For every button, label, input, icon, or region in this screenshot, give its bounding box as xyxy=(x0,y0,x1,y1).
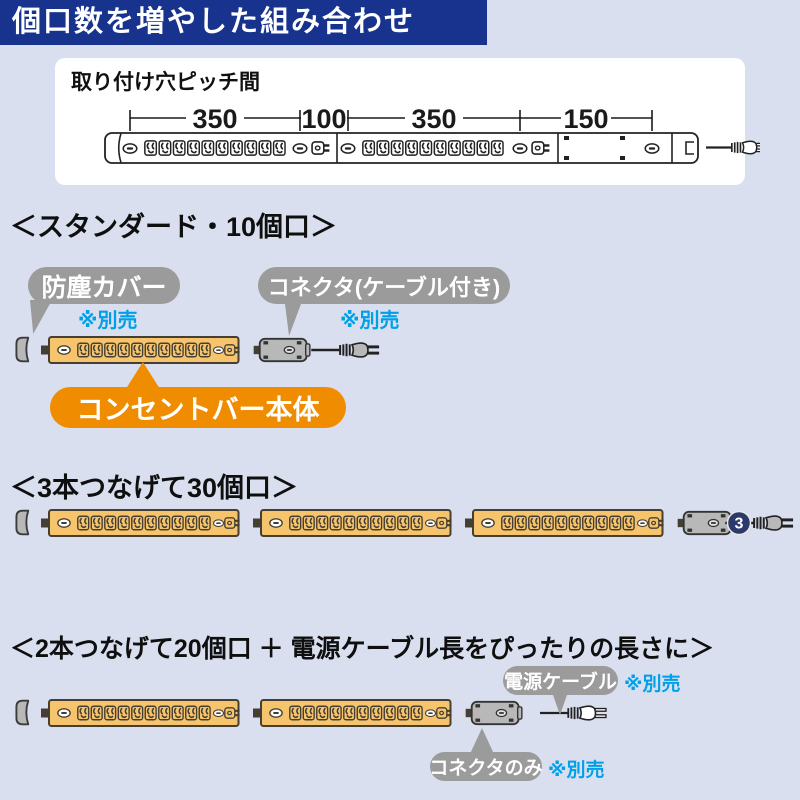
standard-row-diagram xyxy=(15,328,381,372)
dust-cover-cap xyxy=(15,509,30,536)
dimension-label: 350 xyxy=(411,104,456,134)
page-title-banner: 個口数を増やした組み合わせ xyxy=(0,0,487,45)
bar-body-bubble: コンセントバー本体 xyxy=(50,387,346,428)
connector-box xyxy=(252,337,311,363)
power-strip-bar xyxy=(465,510,664,536)
power-strip-bar xyxy=(253,700,452,726)
power-strip-bar xyxy=(253,510,452,536)
section-heading-three-bars: ＜3本つなげて30個口＞ xyxy=(10,473,299,503)
power-plug-icon xyxy=(706,140,760,155)
count-badge xyxy=(726,510,752,536)
power-cable-bubble: 電源ケーブル xyxy=(503,666,618,695)
dust-cover-note: ※別売 xyxy=(78,310,138,332)
mounting-hole xyxy=(292,143,308,154)
pitch-box-title: 取り付け穴ピッチ間 xyxy=(71,71,260,94)
power-strip-bar xyxy=(41,700,240,726)
dust-cover-cap xyxy=(15,336,30,363)
power-cable-note: ※別売 xyxy=(624,674,681,695)
connector-only-note: ※別売 xyxy=(548,760,605,781)
dimension-label: 100 xyxy=(301,104,346,134)
outline-power-strip xyxy=(104,132,699,164)
pitch-diagram: 350 100 350 150 xyxy=(104,104,760,164)
power-plug-icon xyxy=(310,341,381,359)
two-bars-row-diagram xyxy=(15,690,608,736)
dimension-label: 350 xyxy=(192,104,237,134)
connector-cable-note: ※別売 xyxy=(340,310,400,332)
count-badge-number: 3 xyxy=(735,516,744,533)
dimension-line-group: 350 100 350 150 xyxy=(129,104,653,134)
connector-box xyxy=(464,700,523,726)
connector-only-bubble: コネクタのみ xyxy=(429,752,543,781)
three-bars-row-diagram: 3 xyxy=(15,500,795,546)
dust-cover-cap xyxy=(15,699,30,726)
dust-cover-bubble: 防塵カバー xyxy=(28,267,180,304)
mounting-hole xyxy=(644,143,660,154)
connector-cable-bubble: コネクタ(ケーブル付き) xyxy=(258,267,510,304)
mounting-hole xyxy=(340,143,356,154)
section-heading-two-bars: ＜2本つなげて20個口 ＋ 電源ケーブル長をぴったりの長さに＞ xyxy=(10,635,715,663)
section-heading-standard: ＜スタンダード・10個口＞ xyxy=(10,212,338,242)
mounting-hole xyxy=(512,143,528,154)
dimension-label: 150 xyxy=(563,104,608,134)
mounting-hole xyxy=(122,143,138,154)
page-title: 個口数を増やした組み合わせ xyxy=(12,6,416,38)
power-strip-bar xyxy=(41,337,240,363)
power-cable-plug-icon xyxy=(540,705,608,721)
power-strip-bar xyxy=(41,510,240,536)
